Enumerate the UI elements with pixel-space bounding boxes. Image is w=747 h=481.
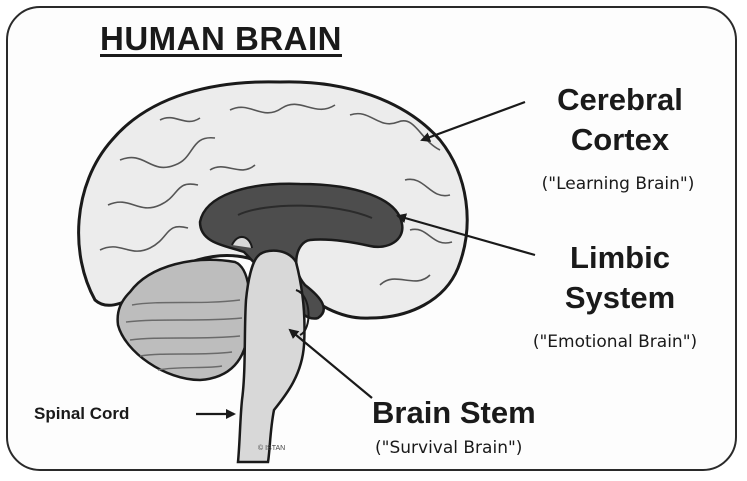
brain-stem-sub: ("Survival Brain") (375, 438, 595, 458)
cerebral-cortex-sub: ("Learning Brain") (508, 174, 728, 194)
cerebral-cortex-label: Cerebral Cortex (530, 80, 710, 160)
brain-stem-label: Brain Stem (372, 393, 582, 433)
limbic-line1: Limbic (530, 238, 710, 278)
spinal-cord-label: Spinal Cord (34, 404, 129, 424)
diagram-title: HUMAN BRAIN (100, 20, 342, 58)
limbic-system-sub: ("Emotional Brain") (500, 332, 730, 352)
brain-stem-shape (238, 251, 305, 462)
cerebral-cortex-line2: Cortex (530, 120, 710, 160)
cerebral-cortex-pointer (422, 102, 525, 140)
copyright-credit: © ISTAN (258, 445, 285, 452)
limbic-line2: System (530, 278, 710, 318)
limbic-system-label: Limbic System (530, 238, 710, 318)
cerebral-cortex-line1: Cerebral (530, 80, 710, 120)
brain-stem-pointer (290, 330, 372, 398)
